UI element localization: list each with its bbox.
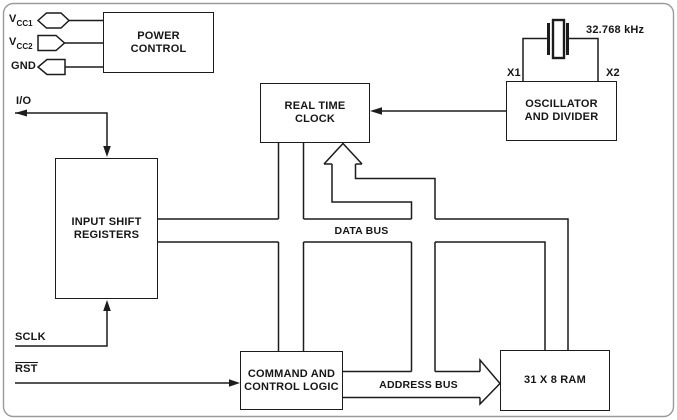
vcc1-pin-icon xyxy=(36,12,104,29)
rst-label: RST xyxy=(15,362,38,376)
vcc1-label: VCC1 xyxy=(9,13,33,29)
power-control-label-line1: POWER xyxy=(137,29,180,42)
rtc-to-control-channel xyxy=(277,143,305,351)
x2-label: X2 xyxy=(606,67,620,79)
vcc2-prefix: V xyxy=(9,36,17,48)
oscillator-divider-block: OSCILLATOR AND DIVIDER xyxy=(506,81,617,141)
gnd-pin-icon xyxy=(36,58,104,76)
rtc-label-line1: REAL TIME xyxy=(284,100,346,112)
bus-to-rtc-arrow xyxy=(323,142,436,219)
vcc1-subscript: CC1 xyxy=(16,19,33,29)
real-time-clock-block: REAL TIME CLOCK xyxy=(260,83,370,143)
sclk-line xyxy=(15,300,111,347)
oscillator-to-rtc-line xyxy=(370,107,506,115)
ccl-label-line1: COMMAND AND xyxy=(247,367,336,380)
rst-overline-text: RST xyxy=(15,362,38,375)
ram-label: 31 X 8 RAM xyxy=(524,374,586,386)
data-bus-label: DATA BUS xyxy=(334,225,389,237)
vcc2-label: VCC2 xyxy=(9,36,33,52)
address-bus-label: ADDRESS BUS xyxy=(379,379,458,391)
sclk-label: SCLK xyxy=(15,331,46,343)
rtc-label-line2: CLOCK xyxy=(294,113,336,125)
crystal-frequency-label: 32.768 kHz xyxy=(586,24,645,36)
command-control-logic-block: COMMAND AND CONTROL LOGIC xyxy=(240,351,343,410)
data-bus-channel xyxy=(158,218,569,350)
crystal-icon xyxy=(522,18,599,81)
x1-label: X1 xyxy=(507,67,521,79)
oscillator-label-line2: AND DIVIDER xyxy=(524,111,599,123)
power-control-label-line2: CONTROL xyxy=(130,42,187,55)
vcc2-pin-icon xyxy=(37,34,104,52)
rst-line xyxy=(15,379,240,387)
ccl-label-line2: CONTROL LOGIC xyxy=(244,380,339,393)
io-line xyxy=(15,109,111,157)
oscillator-label-line1: OSCILLATOR xyxy=(525,98,598,110)
bus-to-addressbus-channel xyxy=(410,242,436,372)
input-shift-registers-block: INPUT SHIFT REGISTERS xyxy=(55,158,158,299)
io-label: I/O xyxy=(16,95,32,107)
isr-label-line1: INPUT SHIFT xyxy=(71,215,142,228)
vcc2-subscript: CC2 xyxy=(16,42,33,52)
gnd-label: GND xyxy=(11,60,37,72)
ram-block: 31 X 8 RAM xyxy=(500,350,610,411)
isr-label-line2: REGISTERS xyxy=(73,228,140,241)
vcc1-prefix: V xyxy=(9,13,17,25)
power-control-block: POWER CONTROL xyxy=(103,12,214,73)
